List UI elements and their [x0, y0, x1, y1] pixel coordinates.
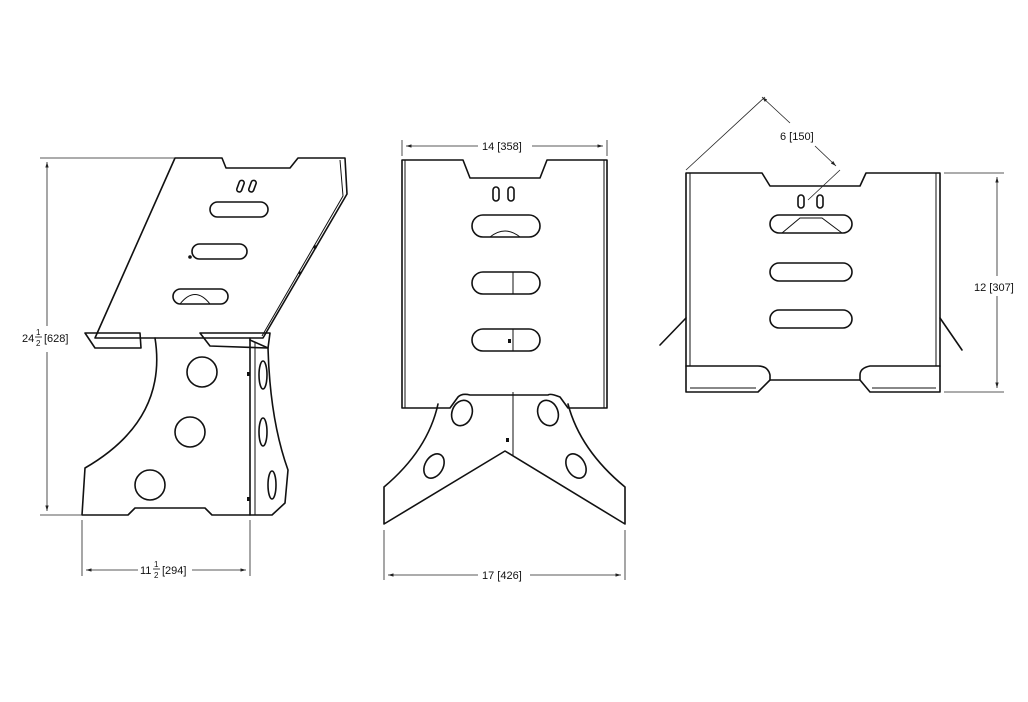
- side-rivet: [188, 255, 192, 259]
- side-small-slot: [235, 179, 245, 193]
- top-foot-left: [685, 365, 771, 393]
- side-hole: [186, 356, 218, 388]
- side-slot-2: [191, 243, 248, 260]
- front-slot-1: [471, 214, 541, 238]
- top-small-slot: [797, 194, 805, 209]
- side-top-plate-edge: [261, 159, 344, 337]
- front-slot-3: [471, 328, 541, 352]
- svg-text:2: 2: [36, 339, 41, 348]
- front-hole: [536, 399, 560, 427]
- side-slot-3-arc: [179, 294, 211, 305]
- front-base-dim-label: 17 [426]: [482, 570, 522, 582]
- front-hole: [565, 453, 587, 479]
- side-flange-slot: [258, 417, 268, 447]
- front-top-dim-label: 14 [358]: [482, 141, 522, 153]
- top-depth-dim-label: 12 [307]: [974, 282, 1014, 294]
- top-leg-left: [659, 317, 687, 346]
- front-view: 14 [358] 17 [426]: [383, 140, 626, 582]
- side-width-dim-label: 11 1 2 [294]: [140, 560, 186, 580]
- svg-text:1: 1: [36, 328, 41, 337]
- angled-dim-label: 6 [150]: [780, 131, 814, 143]
- angled-dim-line: [761, 96, 791, 124]
- side-foot-right: [199, 332, 271, 349]
- front-rivet: [506, 438, 509, 442]
- svg-text:11: 11: [140, 565, 151, 577]
- top-slot-1: [769, 214, 853, 234]
- side-rivet: [298, 271, 302, 275]
- side-flange-slot: [267, 470, 277, 500]
- angled-dim-line: [814, 145, 837, 167]
- front-hole: [450, 399, 474, 427]
- side-rivet: [247, 372, 250, 376]
- top-foot-right: [859, 365, 941, 393]
- svg-text:[628]: [628]: [44, 333, 68, 345]
- side-view: 24 1 2 [628] 11 1 2 [294]: [22, 157, 348, 580]
- front-rivet: [508, 339, 511, 343]
- front-slot-1-arc: [489, 230, 521, 238]
- top-slot-1-bevel: [781, 217, 843, 234]
- front-small-slot: [507, 186, 515, 202]
- angled-ext-line: [685, 96, 766, 171]
- side-slot-3: [172, 288, 229, 305]
- svg-text:24: 24: [22, 333, 34, 345]
- svg-text:[294]: [294]: [162, 565, 186, 577]
- side-top-plate: [94, 157, 348, 339]
- top-slot-2: [769, 262, 853, 282]
- top-small-slot: [816, 194, 824, 209]
- top-view: 6 [150] 12 [307]: [659, 96, 1014, 393]
- svg-text:1: 1: [154, 560, 159, 569]
- height-dim-label: 24 1 2 [628]: [22, 328, 68, 348]
- top-slot-3: [769, 309, 853, 329]
- side-rivet: [247, 497, 250, 501]
- front-small-slot: [492, 186, 500, 202]
- side-flange-slot: [258, 360, 268, 390]
- side-slot-1: [209, 201, 269, 218]
- svg-text:2: 2: [154, 571, 159, 580]
- side-small-slot: [247, 179, 257, 193]
- side-base: [81, 337, 251, 516]
- side-rivet: [313, 245, 317, 249]
- side-foot-left: [84, 332, 142, 349]
- front-hole: [423, 453, 445, 479]
- angled-ext-line: [807, 169, 841, 201]
- front-slot-2: [471, 271, 541, 295]
- front-top-plate: [401, 159, 608, 409]
- top-plate: [685, 172, 941, 381]
- side-base-flange: [249, 339, 289, 516]
- side-hole: [134, 469, 166, 501]
- top-leg-right: [939, 317, 963, 351]
- side-hole: [174, 416, 206, 448]
- front-base: [383, 403, 626, 525]
